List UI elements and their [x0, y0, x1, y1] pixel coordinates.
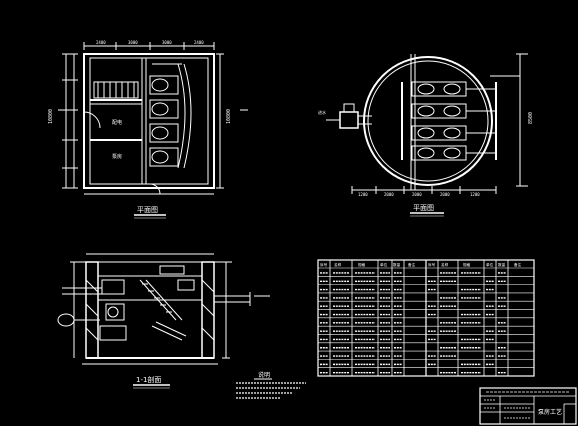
table-header-cell: 备注	[514, 262, 522, 267]
circle-dim-right: 8500	[528, 112, 534, 124]
plan-room-label: 泵房	[112, 153, 122, 160]
plan-room-label: 配电	[112, 119, 122, 126]
titleblock-name: 泵房工艺	[538, 408, 562, 416]
section-title: 1-1剖面	[133, 375, 170, 389]
plan-view	[58, 42, 248, 195]
table-header-cell: 单位	[380, 262, 388, 267]
section-view	[57, 253, 270, 365]
circle-dim-4: 2000	[440, 192, 450, 197]
plan-title-text: 平面图	[137, 206, 158, 214]
plan-dim-total-right: 10800	[226, 109, 232, 124]
circle-inlet-label: 进水	[318, 109, 326, 115]
table-header-cell: 规格	[463, 262, 471, 267]
plan-dim-top-3: 3000	[162, 40, 172, 45]
table-header-cell: 序号	[320, 262, 328, 267]
circle-plan-text: 1200 2000 2000 2000 1200 8500 进水	[318, 109, 534, 197]
circle-title-text: 平面图	[413, 204, 434, 212]
plan-dim-top-1: 2400	[96, 40, 106, 45]
title-block	[479, 387, 577, 425]
circle-pumps	[401, 81, 497, 161]
table-header-cell: 序号	[428, 262, 436, 267]
table-header-cell: 名称	[441, 262, 449, 267]
circle-dim-5: 1200	[470, 192, 480, 197]
table-header-cell: 规格	[358, 262, 366, 267]
plan-dim-total-left: 10800	[48, 109, 54, 124]
circle-plan	[326, 53, 528, 194]
circle-dim-2: 2000	[384, 192, 394, 197]
table-header-cell: 单位	[486, 262, 494, 267]
notes-title: 说明	[258, 371, 270, 379]
table-header-cell: 数量	[498, 262, 506, 267]
circle-title: 平面图	[410, 204, 444, 217]
plan-dim-top-4: 2400	[194, 40, 204, 45]
table-rows	[318, 267, 534, 377]
plan-dim-top-2: 3000	[128, 40, 138, 45]
table-header: 序号 名称 规格 单位 数量 备注 序号 名称 规格 单位 数量 备注	[320, 262, 522, 267]
table-header-cell: 数量	[393, 262, 401, 267]
table-header-cell: 名称	[334, 262, 342, 267]
plan-pumps	[149, 63, 192, 169]
plan-title: 平面图	[134, 206, 166, 219]
circle-dim-3: 2000	[412, 192, 422, 197]
notes-block: 说明	[236, 371, 306, 399]
circle-dim-1: 1200	[358, 192, 368, 197]
section-stairs	[139, 279, 187, 341]
section-title-text: 1-1剖面	[136, 375, 161, 384]
plan-dim-text: 2400 3000 3000 2400 10800 10800 配电 泵房	[48, 40, 232, 160]
table-header-cell: 备注	[408, 262, 416, 267]
